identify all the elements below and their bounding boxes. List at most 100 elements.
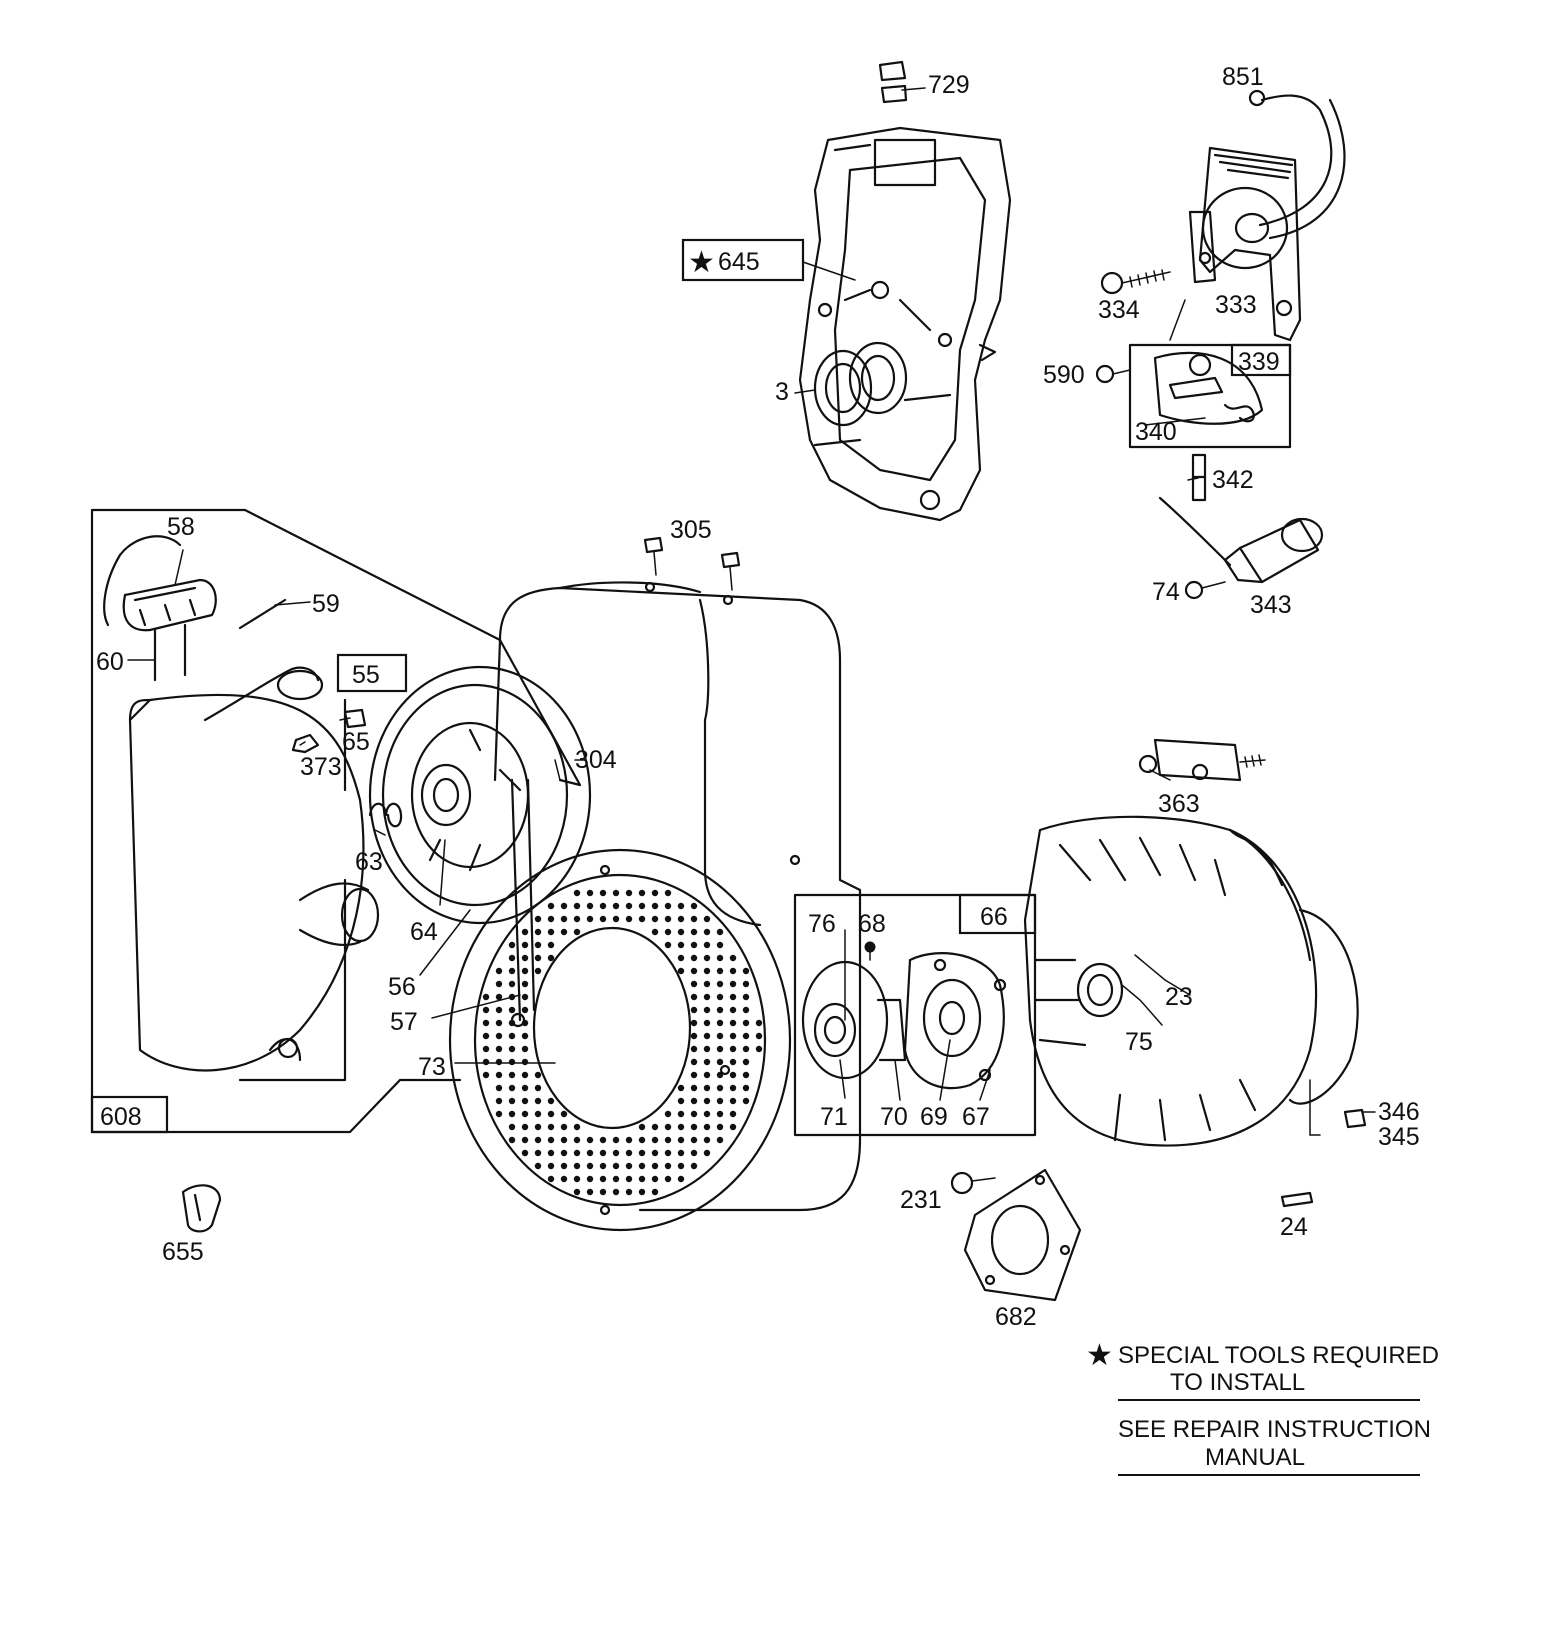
screen-perforation-dot bbox=[547, 1110, 555, 1118]
screen-perforation-dot bbox=[625, 1149, 633, 1157]
screen-perforation-dot bbox=[703, 1058, 711, 1066]
screen-perforation-dot bbox=[560, 1136, 568, 1144]
screen-perforation-dot bbox=[677, 1110, 685, 1118]
label-60: 60 bbox=[96, 648, 124, 676]
screen-perforation-dot bbox=[547, 915, 555, 923]
screen-perforation-dot bbox=[729, 1019, 737, 1027]
screen-perforation-dot bbox=[586, 1162, 594, 1170]
screen-perforation-dot bbox=[599, 915, 607, 923]
part-343-condenser bbox=[1158, 496, 1324, 600]
screen-perforation-dot bbox=[599, 1188, 607, 1196]
label-363: 363 bbox=[1158, 790, 1200, 818]
label-608-box bbox=[90, 1095, 169, 1134]
screen-perforation-dot bbox=[495, 967, 503, 975]
screen-perforation-dot bbox=[703, 941, 711, 949]
screen-perforation-dot bbox=[690, 915, 698, 923]
screen-perforation-dot bbox=[560, 1162, 568, 1170]
screen-perforation-dot bbox=[547, 902, 555, 910]
screen-perforation-dot bbox=[716, 1071, 724, 1079]
label-305: 305 bbox=[670, 516, 712, 544]
screen-perforation-dot bbox=[664, 1123, 672, 1131]
screen-perforation-dot bbox=[482, 1006, 490, 1014]
screen-perforation-dot bbox=[599, 889, 607, 897]
screen-perforation-dot bbox=[534, 1110, 542, 1118]
screen-perforation-dot bbox=[612, 889, 620, 897]
screen-perforation-dot bbox=[573, 1175, 581, 1183]
label-74: 74 bbox=[1152, 578, 1180, 606]
part-24-key bbox=[1280, 1191, 1314, 1208]
screen-perforation-dot bbox=[742, 1045, 750, 1053]
screen-perforation-dot bbox=[482, 1032, 490, 1040]
screen-perforation-dot bbox=[508, 980, 516, 988]
screen-perforation-dot bbox=[742, 1058, 750, 1066]
screen-perforation-dot bbox=[664, 902, 672, 910]
breaker-points-drawing bbox=[1095, 351, 1264, 425]
screen-perforation-dot bbox=[677, 1097, 685, 1105]
screen-perforation-dot bbox=[703, 954, 711, 962]
screen-perforation-dot bbox=[716, 1032, 724, 1040]
screen-perforation-dot bbox=[638, 1175, 646, 1183]
screen-perforation-dot bbox=[664, 941, 672, 949]
screen-perforation-dot bbox=[521, 1084, 529, 1092]
screen-perforation-dot bbox=[703, 1071, 711, 1079]
label-231: 231 bbox=[900, 1186, 942, 1214]
screen-perforation-dot bbox=[508, 1084, 516, 1092]
label-346: 346 bbox=[1378, 1098, 1420, 1126]
screen-perforation-dot bbox=[547, 1136, 555, 1144]
screen-perforation-dot bbox=[521, 1032, 529, 1040]
screen-perforation-dot bbox=[716, 1019, 724, 1027]
screen-perforation-dot bbox=[625, 902, 633, 910]
screen-perforation-dot bbox=[703, 915, 711, 923]
label-73: 73 bbox=[418, 1053, 446, 1081]
clutch-kit-66-outline bbox=[793, 893, 1037, 1137]
label-69: 69 bbox=[920, 1103, 948, 1131]
screen-perforation-dot bbox=[612, 1175, 620, 1183]
label-58: 58 bbox=[167, 513, 195, 541]
screen-perforation-dot bbox=[495, 1045, 503, 1053]
label-68: 68 bbox=[858, 910, 886, 938]
part-63-spring bbox=[368, 802, 403, 828]
screen-perforation-dot bbox=[625, 1175, 633, 1183]
screen-perforation-dot bbox=[612, 1149, 620, 1157]
screen-perforation-dot bbox=[729, 993, 737, 1001]
screen-perforation-dot bbox=[495, 980, 503, 988]
screen-perforation-dot bbox=[703, 1110, 711, 1118]
screen-perforation-dot bbox=[508, 1032, 516, 1040]
screen-perforation-dot bbox=[716, 1110, 724, 1118]
screen-perforation-dot bbox=[625, 1136, 633, 1144]
label-65: 65 bbox=[342, 728, 370, 756]
screen-perforation-dot bbox=[482, 993, 490, 1001]
screen-perforation-dot bbox=[690, 954, 698, 962]
screen-perforation-dot bbox=[703, 993, 711, 1001]
part-305-bolts bbox=[643, 536, 741, 591]
screen-perforation-dot bbox=[729, 954, 737, 962]
screen-perforation-dot bbox=[677, 954, 685, 962]
screen-perforation-dot bbox=[482, 1019, 490, 1027]
repair-manual-note-line1: SEE REPAIR INSTRUCTION bbox=[1118, 1416, 1431, 1443]
screen-perforation-dot bbox=[521, 1149, 529, 1157]
screen-perforation-dot bbox=[703, 1149, 711, 1157]
screen-perforation-dot bbox=[742, 1032, 750, 1040]
repair-manual-note-line2: MANUAL bbox=[1205, 1444, 1305, 1471]
screen-perforation-dot bbox=[508, 1071, 516, 1079]
screen-perforation-dot bbox=[651, 1123, 659, 1131]
label-655: 655 bbox=[162, 1238, 204, 1266]
notes: ★ SPECIAL TOOLS REQUIRED TO INSTALL SEE … bbox=[1086, 1339, 1439, 1476]
screen-perforation-dot bbox=[521, 1071, 529, 1079]
screen-perforation-dot bbox=[755, 1032, 763, 1040]
screen-perforation-dot bbox=[586, 902, 594, 910]
label-71: 71 bbox=[820, 1103, 848, 1131]
screen-perforation-dot bbox=[534, 941, 542, 949]
screen-perforation-dot bbox=[521, 993, 529, 1001]
screen-perforation-dot bbox=[495, 1071, 503, 1079]
star-icon: ★ bbox=[1086, 1339, 1113, 1372]
screen-perforation-dot bbox=[573, 1123, 581, 1131]
screen-perforation-dot bbox=[521, 1110, 529, 1118]
screen-perforation-dot bbox=[703, 1032, 711, 1040]
screen-perforation-dot bbox=[742, 1084, 750, 1092]
clutch-assembly-drawing bbox=[801, 941, 1007, 1090]
leader-lines bbox=[127, 87, 1376, 1136]
screen-perforation-dot bbox=[495, 1019, 503, 1027]
screen-perforation-dot bbox=[521, 1097, 529, 1105]
screen-perforation-dot bbox=[521, 1123, 529, 1131]
